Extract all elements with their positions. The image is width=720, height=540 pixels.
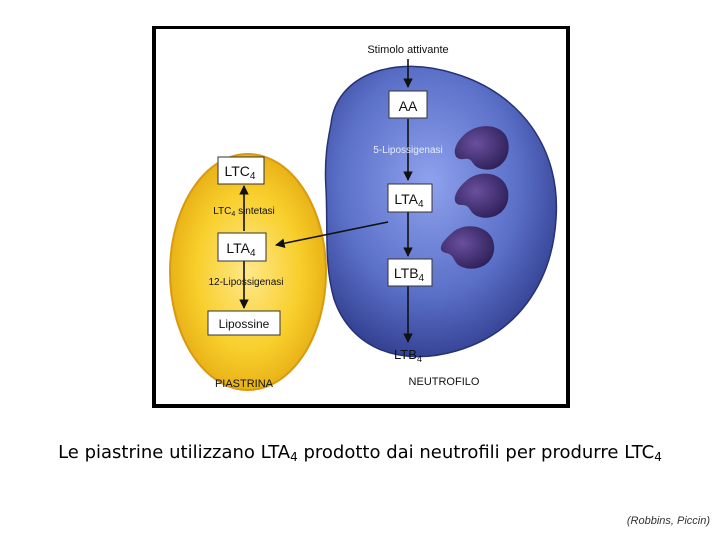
neutrophil-ltb4-main: LTB (394, 265, 419, 281)
ltc4-synthetase-rest: sintetasi (235, 206, 274, 217)
lipoxygenase-5-label: 5-Lipossigenasi (373, 145, 443, 156)
platelet-lta4-sub: 4 (250, 248, 256, 259)
neutrophil-lta4-sub: 4 (418, 199, 424, 210)
lipoxin-box (207, 310, 281, 336)
platelet-ltc4-main: LTC (225, 163, 250, 179)
caption-sub1: 4 (290, 450, 298, 464)
stimulus-label: Stimolo attivante (367, 44, 448, 56)
arrow-lta4-transfer (275, 221, 389, 248)
platelet-cell (169, 153, 327, 391)
platelet-ltc4-box (217, 156, 265, 185)
aa-box (388, 90, 428, 119)
neutrophil-ltb4-label: LTB4 (394, 265, 425, 284)
platelet-ltc4-sub: 4 (250, 171, 256, 182)
neutrophil-cell (324, 65, 558, 358)
platelet-ltc4-label: LTC4 (225, 163, 256, 182)
platelet-lta4-box (217, 232, 267, 262)
neutrophil-cell-label: NEUTROFILO (409, 376, 480, 388)
caption-sub2: 4 (654, 450, 662, 464)
platelet-lta4-main: LTA (226, 240, 250, 256)
neutrophil-ltb4-sub: 4 (419, 273, 425, 284)
ltb4-output-main: LTB (394, 347, 417, 362)
figure-panel: Stimolo attivante AA 5-Lipossigenasi LTA… (156, 29, 566, 404)
aa-label: AA (399, 98, 418, 114)
lipoxygenase-12-label: 12-Lipossigenasi (208, 277, 283, 288)
source-credit: (Robbins, Piccin) (626, 515, 710, 527)
neutrophil-lta4-box (387, 183, 433, 213)
ltb4-output-label: LTB4 (394, 347, 422, 364)
neutrophil-lta4-label: LTA4 (394, 191, 424, 210)
neutrophil-ltb4-box (387, 258, 433, 287)
platelet-cell-label: PIASTRINA (215, 378, 274, 390)
caption-part1: Le piastrine utilizzano LTA (58, 442, 291, 463)
lipoxin-label: Lipossine (219, 317, 270, 331)
leukotriene-diagram: Stimolo attivante AA 5-Lipossigenasi LTA… (169, 44, 558, 391)
caption-part2: prodotto dai neutrofili per produrre LTC (297, 442, 655, 463)
platelet-lta4-label: LTA4 (226, 240, 256, 259)
ltb4-output-sub: 4 (417, 354, 422, 364)
figure-frame: Stimolo attivante AA 5-Lipossigenasi LTA… (152, 26, 570, 408)
neutrophil-lta4-main: LTA (394, 191, 418, 207)
ltc4-synthetase-label: LTC4 sintetasi (213, 206, 275, 218)
neutrophil-nucleus (440, 126, 509, 269)
ltc4-synthetase-main: LTC (213, 206, 231, 217)
ltc4-synthetase-sub: 4 (231, 211, 235, 218)
figure-caption: Le piastrine utilizzano LTA4 prodotto da… (0, 442, 720, 464)
